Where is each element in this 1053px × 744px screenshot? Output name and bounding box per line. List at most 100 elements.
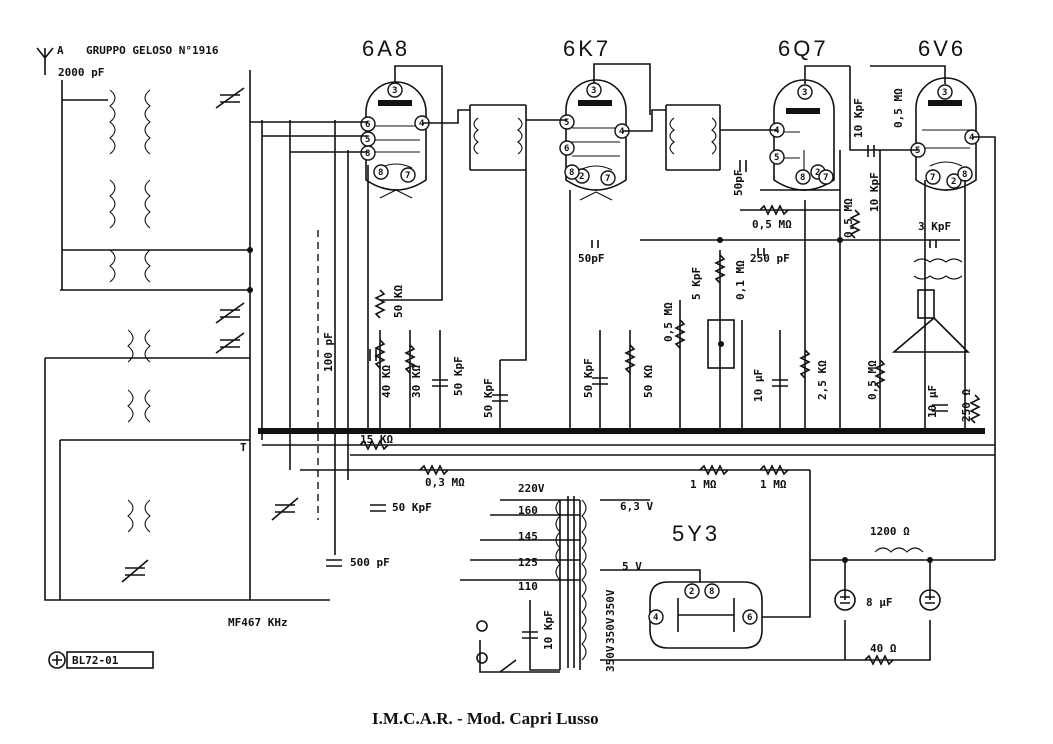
ground-t-label: T bbox=[240, 441, 247, 454]
svg-text:8: 8 bbox=[709, 587, 714, 597]
resistor-25k-label: 2,5 KΩ bbox=[816, 360, 829, 400]
resistors bbox=[359, 204, 981, 666]
page-title: I.M.C.A.R. - Mod. Capri Lusso bbox=[372, 709, 599, 728]
tap-160-label: 160 bbox=[518, 504, 538, 517]
component-labels: 50 KΩ 100 pF 40 KΩ 30 KΩ 50 KpF 50 KpF 5… bbox=[228, 88, 973, 655]
antenna-label: A bbox=[57, 44, 64, 57]
tube-6v6-label: 6V6 bbox=[918, 36, 966, 61]
tube-6k7: 3 5 4 6 2 7 8 bbox=[559, 79, 630, 201]
resistor-250-label: 250 Ω bbox=[960, 389, 973, 422]
resistor-05m-a-label: 0,5 MΩ bbox=[662, 302, 675, 342]
resistor-1m-b-label: 1 MΩ bbox=[760, 478, 787, 491]
hv-mid-label: 350V bbox=[604, 617, 617, 644]
resistor-30k-label: 30 KΩ bbox=[410, 365, 423, 398]
svg-text:7: 7 bbox=[405, 171, 410, 181]
reference-badge: BL72-01 bbox=[48, 651, 154, 669]
wiring bbox=[44, 63, 996, 673]
resistor-50k-label: 50 KΩ bbox=[392, 285, 405, 318]
svg-text:5: 5 bbox=[774, 153, 779, 163]
capacitor-10kpf-a-label: 10 KpF bbox=[852, 98, 865, 138]
capacitor-50kpf-c-label: 50 KpF bbox=[582, 358, 595, 398]
junction-dots bbox=[247, 237, 968, 563]
capacitor-500pf-label: 500 pF bbox=[350, 556, 390, 569]
svg-text:3: 3 bbox=[802, 88, 807, 98]
rf-coils bbox=[109, 89, 963, 553]
svg-text:8: 8 bbox=[962, 170, 967, 180]
hv-bot-label: 350V bbox=[604, 645, 617, 672]
svg-text:7: 7 bbox=[823, 173, 828, 183]
svg-text:4: 4 bbox=[653, 613, 659, 623]
transformer-labels: 220V 160 145 125 110 6,3 V 5 V 350V 350V… bbox=[518, 482, 653, 672]
svg-text:6: 6 bbox=[564, 144, 569, 154]
tap-145-label: 145 bbox=[518, 530, 538, 543]
fixed-capacitors bbox=[326, 145, 948, 639]
svg-text:4: 4 bbox=[619, 127, 625, 137]
tube-6q7: 3 4 5 8 2 7 bbox=[769, 79, 835, 191]
tube-5y3: 2 8 4 6 bbox=[648, 581, 763, 649]
capacitor-50kpf-d-label: 50 KpF bbox=[392, 501, 432, 514]
svg-text:4: 4 bbox=[969, 133, 975, 143]
capacitor-5kpf-label: 5 KpF bbox=[690, 267, 703, 300]
resistor-50k-b-label: 50 KΩ bbox=[642, 365, 655, 398]
capacitor-50kpf-b-label: 50 KpF bbox=[482, 378, 495, 418]
choke-1200-label: 1200 Ω bbox=[870, 525, 910, 538]
svg-text:3: 3 bbox=[942, 88, 947, 98]
resistor-40-label: 40 Ω bbox=[870, 642, 897, 655]
resistor-40k-label: 40 KΩ bbox=[380, 365, 393, 398]
badge-text: BL72-01 bbox=[72, 654, 119, 667]
capacitor-10kpf-c-label: 10 KpF bbox=[542, 610, 555, 650]
capacitor-50kpf-a-label: 50 KpF bbox=[452, 356, 465, 396]
svg-text:8: 8 bbox=[365, 149, 370, 159]
tube-6a8-label: 6A8 bbox=[362, 36, 410, 61]
svg-text:4: 4 bbox=[419, 119, 425, 129]
capacitor-3kpf-label: 3 KpF bbox=[918, 220, 951, 233]
resistor-05m-c-label: 0,5 MΩ bbox=[892, 88, 905, 128]
header-note: GRUPPO GELOSO N°1916 bbox=[86, 44, 219, 57]
capacitor-10uf-b-label: 10 μF bbox=[926, 385, 939, 418]
tap-220v-label: 220V bbox=[518, 482, 545, 495]
svg-text:7: 7 bbox=[930, 173, 935, 183]
svg-text:2: 2 bbox=[689, 587, 694, 597]
svg-text:5: 5 bbox=[365, 135, 370, 145]
tuning-capacitors bbox=[121, 87, 299, 583]
resistor-01m-label: 0,1 MΩ bbox=[734, 260, 747, 300]
tube-6k7-label: 6K7 bbox=[563, 36, 611, 61]
svg-text:5: 5 bbox=[564, 118, 569, 128]
svg-text:8: 8 bbox=[378, 168, 383, 178]
tube-6a8: 3 4 6 5 8 8 7 bbox=[360, 81, 430, 199]
resistor-15k-label: 15 KΩ bbox=[360, 433, 393, 446]
resistor-05m-b-label: 0,5 MΩ bbox=[752, 218, 792, 231]
svg-text:7: 7 bbox=[605, 174, 610, 184]
resistor-1m-a-label: 1 MΩ bbox=[690, 478, 717, 491]
antenna-symbol bbox=[36, 47, 54, 75]
resistor-05m-d-label: 0,5 MΩ bbox=[842, 198, 855, 238]
hv-top-label: 350V bbox=[604, 589, 617, 616]
resistor-05m-e-label: 0,5 MΩ bbox=[866, 360, 879, 400]
svg-text:2: 2 bbox=[815, 168, 820, 178]
power-transformer bbox=[555, 496, 587, 668]
capacitor-100pf-label: 100 pF bbox=[322, 332, 335, 372]
svg-text:3: 3 bbox=[392, 86, 397, 96]
svg-text:2: 2 bbox=[951, 177, 956, 187]
capacitor-250pf-label: 250 pF bbox=[750, 252, 790, 265]
svg-text:6: 6 bbox=[365, 120, 370, 130]
svg-text:8: 8 bbox=[569, 168, 574, 178]
capacitor-50pf-a-label: 50pF bbox=[578, 252, 605, 265]
capacitor-10kpf-b-label: 10 KpF bbox=[868, 172, 881, 212]
svg-text:6: 6 bbox=[747, 613, 752, 623]
fuse-holder bbox=[707, 319, 735, 369]
mains-input bbox=[476, 319, 735, 673]
svg-text:3: 3 bbox=[591, 86, 596, 96]
svg-text:4: 4 bbox=[774, 126, 780, 136]
capacitor-8uf-label: 8 μF bbox=[866, 596, 893, 609]
svg-text:2: 2 bbox=[579, 172, 584, 182]
tap-110-label: 110 bbox=[518, 580, 538, 593]
capacitor-10uf-a-label: 10 μF bbox=[752, 369, 765, 402]
svg-text:8: 8 bbox=[800, 173, 805, 183]
speaker-icon bbox=[891, 289, 970, 353]
tap-125-label: 125 bbox=[518, 556, 538, 569]
capacitor-50pf-b-label: 50pF bbox=[732, 170, 745, 197]
capacitor-2000pf-label: 2000 pF bbox=[58, 66, 104, 79]
svg-text:5: 5 bbox=[915, 146, 920, 156]
